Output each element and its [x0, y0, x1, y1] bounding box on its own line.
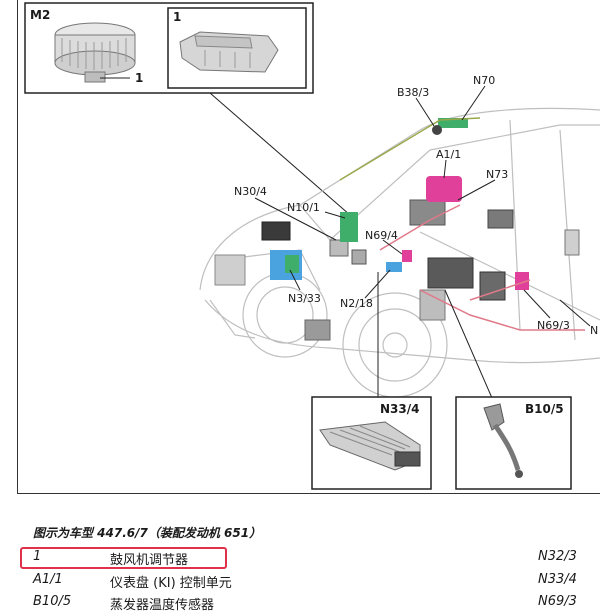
b10-5-sensor-icon: [483, 403, 523, 478]
n69-3-component: [515, 272, 529, 290]
harness-red: [379, 204, 585, 331]
legend-row: A1/1 仪表盘 (KI) 控制单元 N33/4: [0, 572, 600, 592]
label-n10-1: N10/1: [287, 201, 320, 214]
inset-n33-4: N33/4: [311, 396, 432, 490]
blower-regulator-icon: [179, 31, 279, 73]
diagram-caption: 图示为车型 447.6/7（装配发动机 651）: [33, 526, 262, 540]
legend-row: 1 鼓风机调节器 N32/3: [0, 549, 600, 569]
highlight-box: [20, 547, 227, 569]
label-n69-4: N69/4: [365, 229, 398, 242]
b38-3-sensor: [432, 125, 442, 135]
legend-code: A1/1: [33, 572, 63, 587]
vehicle-diagram: M2 1 1: [24, 2, 600, 490]
label-n-edge: N: [590, 324, 598, 337]
label-n30-4: N30/4: [234, 185, 267, 198]
label-n69-3: N69/3: [537, 319, 570, 332]
inset-n33-4-title: N33/4: [380, 402, 419, 416]
n33-4-module-icon: [319, 421, 421, 471]
inset-m2-title: M2: [30, 8, 50, 22]
label-b38-3: B38/3: [397, 86, 429, 99]
n10-1-component: [340, 212, 358, 242]
a1-1-component: [426, 176, 462, 202]
legend-desc: 鼓风机调节器: [110, 553, 189, 568]
legend-ref: N33/4: [538, 572, 577, 587]
legend-ref: N32/3: [538, 549, 577, 564]
inset-m2-1: M2 1 1: [24, 2, 314, 94]
blower-motor-icon: [54, 22, 136, 83]
m2-callout-1: 1: [135, 71, 143, 85]
label-n2-18: N2/18: [340, 297, 373, 310]
n70-component: [438, 118, 468, 128]
leader-lines: [254, 85, 591, 399]
diagram-frame: [17, 0, 600, 494]
inset-b10-5-title: B10/5: [525, 402, 564, 416]
label-a1-1: A1/1: [436, 148, 461, 161]
label-n73: N73: [486, 168, 508, 181]
label-n70: N70: [473, 74, 495, 87]
harness-green: [339, 117, 481, 181]
legend-row: B10/5 蒸发器温度传感器 N69/3: [0, 594, 600, 614]
label-n3-33: N3/33: [288, 292, 321, 305]
inset-b10-5: B10/5: [455, 396, 572, 490]
engine-components: [214, 199, 580, 341]
n3-33-green: [285, 255, 299, 273]
legend-code: B10/5: [33, 594, 72, 609]
legend-desc: 仪表盘 (KI) 控制单元: [110, 576, 232, 591]
n69-4-component: [402, 250, 412, 262]
n2-18-component: [386, 262, 402, 272]
legend-code: 1: [33, 549, 42, 564]
inset-1-title: 1: [173, 10, 181, 24]
legend-desc: 蒸发器温度传感器: [110, 598, 215, 613]
legend-ref: N69/3: [538, 594, 577, 609]
